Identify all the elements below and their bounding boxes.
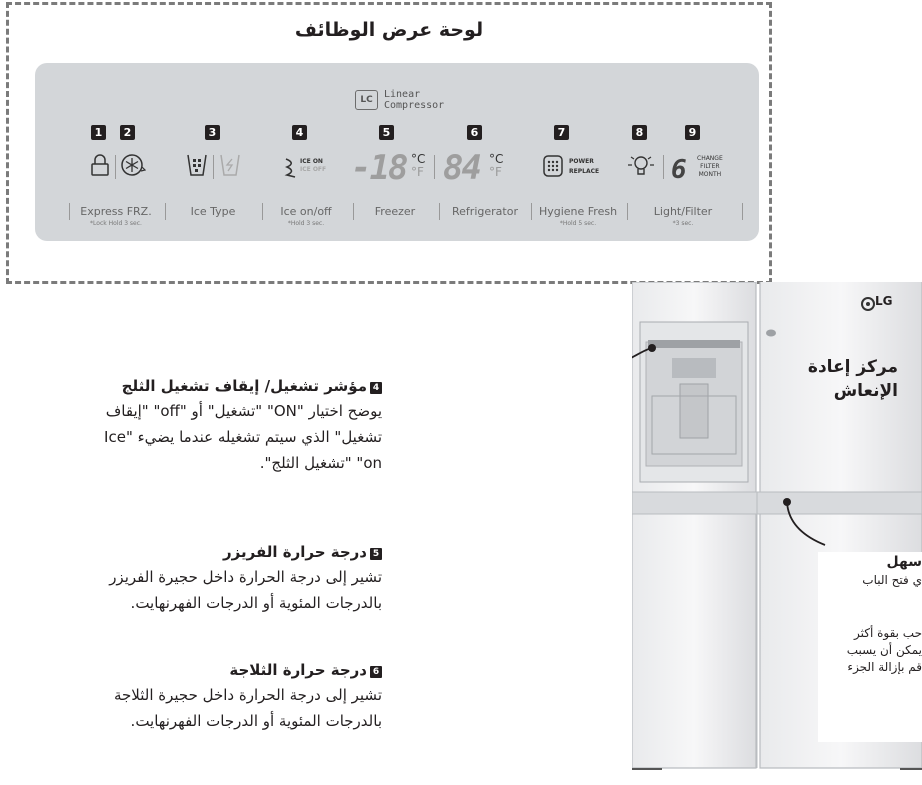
power-label: POWER (569, 158, 594, 165)
refresh-center-line-2: الإنعاش (833, 381, 898, 401)
number-7: 7 (554, 125, 569, 140)
refresh-center-label: مركز إعادة الإنعاش (808, 355, 898, 403)
express-frz-label: Express FRZ. (80, 205, 152, 218)
ice-on-label: ICE ON (300, 158, 323, 165)
panel-title: لوحة عرض الوظائف (294, 19, 484, 41)
lg-logo: LG (875, 294, 893, 308)
filter-month-display: 6 (671, 155, 687, 185)
section-number: 5 (370, 548, 382, 560)
refrigerator-label: Refrigerator (452, 205, 518, 218)
section-heading: 4مؤشر تشغيل/ إيقاف تشغيل الثلج (10, 374, 382, 398)
number-9: 9 (685, 125, 700, 140)
number-8: 8 (632, 125, 647, 140)
freezer-temp-display: -18 (351, 148, 408, 188)
freezer-label: Freezer (374, 205, 416, 218)
power-replace: POWER REPLACE (569, 158, 599, 176)
number-1: 1 (91, 125, 106, 140)
label-separator (353, 203, 354, 220)
fridge-temp-section: 6درجة حرارة الثلاجة تشير إلى درجة الحرار… (10, 658, 382, 734)
change-filter-month: CHANGE FILTER MONTH (697, 155, 723, 179)
ice-type-label: Ice Type (190, 205, 236, 218)
side-note-line: ي فتح الباب (862, 573, 922, 587)
refrigerator-illustration (632, 282, 922, 770)
ice-onoff-label: Ice on/off (280, 205, 332, 218)
section-heading: 5درجة حرارة الفريزر (10, 540, 382, 564)
light-filter-sub: *3 sec. (672, 220, 694, 227)
change-label: CHANGE (697, 155, 723, 162)
light-filter-label: Light/Filter (653, 205, 713, 218)
filter-label: FILTER (700, 163, 720, 170)
side-note-line: يمكن أن يسبب (846, 643, 922, 657)
side-note-title: سهل (886, 554, 922, 570)
section-text-line: يوضح اختيار "ON" "تشغيل" أو "off" "إيقاف (105, 402, 382, 420)
lock-icon[interactable] (90, 153, 110, 177)
light-bulb-icon[interactable] (627, 153, 655, 179)
icon-separator (663, 155, 664, 179)
express-frz-sub: *Lock Hold 3 sec. (90, 220, 142, 227)
label-separator (69, 203, 70, 220)
section-number: 6 (370, 666, 382, 678)
crushed-ice-icon[interactable] (219, 153, 241, 177)
number-6: 6 (467, 125, 482, 140)
ice-off-label: ICE OFF (300, 166, 327, 173)
linear-compressor-badge: LC Linear Compressor (355, 89, 444, 111)
label-separator (627, 203, 628, 220)
replace-label: REPLACE (569, 168, 600, 175)
refresh-center-line-1: مركز إعادة (807, 357, 898, 377)
side-note-line: حب بقوة أكثر (853, 626, 922, 640)
section-text-line: on" "تشغيل الثلج". (259, 454, 382, 472)
function-display-panel-frame: لوحة عرض الوظائف LC Linear Compressor 1 … (6, 2, 772, 284)
ice-indicator-section: 4مؤشر تشغيل/ إيقاف تشغيل الثلج يوضح اختي… (10, 374, 382, 476)
number-5: 5 (379, 125, 394, 140)
section-number: 4 (370, 382, 382, 394)
lc-text: Linear Compressor (384, 89, 445, 111)
icon-separator (213, 155, 214, 179)
fridge-unit: °C °F (489, 153, 503, 179)
fahrenheit-label: °F (489, 165, 502, 179)
section-text-line: تشغيل" الذي سيتم تشغيله عندما يضيء "Ice (104, 428, 382, 446)
hygiene-filter-icon[interactable] (542, 153, 564, 179)
label-separator (262, 203, 263, 220)
label-separator (165, 203, 166, 220)
section-text-line: بالدرجات المئوية أو الدرجات الفهرنهايت. (130, 712, 382, 730)
label-separator (742, 203, 743, 220)
hygiene-fresh-label: Hygiene Fresh (538, 205, 618, 218)
express-freeze-icon[interactable] (120, 153, 146, 177)
icon-separator (115, 155, 116, 179)
celsius-label: °C (489, 152, 504, 166)
cubed-ice-icon[interactable] (186, 153, 208, 177)
section-text-line: بالدرجات المئوية أو الدرجات الفهرنهايت. (130, 594, 382, 612)
freezer-unit: °C °F (411, 153, 425, 179)
side-note-box: سهل ي فتح الباب حب بقوة أكثر يمكن أن يسب… (818, 552, 922, 742)
side-note-line: قم بإزالة الجزء (847, 660, 922, 674)
ice-maker-icon[interactable] (283, 157, 299, 179)
section-text-line: تشير إلى درجة الحرارة داخل حجيرة الفريزر (109, 568, 382, 586)
celsius-label: °C (411, 152, 426, 166)
section-heading: 6درجة حرارة الثلاجة (10, 658, 382, 682)
section-text-line: تشير إلى درجة الحرارة داخل حجيرة الثلاجة (113, 686, 382, 704)
label-separator (439, 203, 440, 220)
label-separator (531, 203, 532, 220)
hygiene-fresh-sub: *Hold 5 sec. (559, 220, 597, 227)
freezer-temp-section: 5درجة حرارة الفريزر تشير إلى درجة الحرار… (10, 540, 382, 616)
number-2: 2 (120, 125, 135, 140)
fridge-temp-display: 84 (443, 148, 482, 188)
icon-separator (434, 155, 435, 179)
control-panel: LC Linear Compressor 1 2 3 4 5 6 7 8 9 (35, 63, 759, 241)
lc-logo-icon: LC (355, 90, 378, 110)
month-label: MONTH (698, 171, 722, 178)
number-3: 3 (205, 125, 220, 140)
fahrenheit-label: °F (411, 165, 424, 179)
number-4: 4 (292, 125, 307, 140)
ice-onoff-sub: *Hold 3 sec. (287, 220, 325, 227)
ice-status: ICE ON ICE OFF (300, 158, 326, 174)
